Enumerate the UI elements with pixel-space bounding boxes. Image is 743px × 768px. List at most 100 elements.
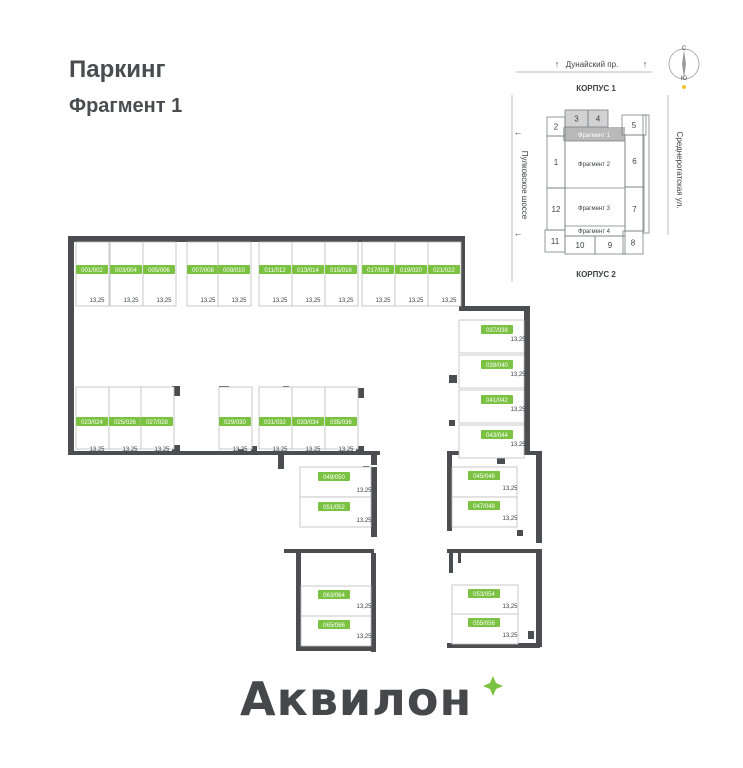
space-number-badge: [318, 590, 350, 599]
map-cell-number: 6: [632, 157, 637, 166]
space-number: 033/034: [297, 420, 319, 426]
column: [449, 420, 455, 426]
space-number: 035/036: [330, 420, 352, 426]
space-number-badge: [218, 265, 250, 274]
space-number-badge: [318, 472, 350, 481]
column: [251, 446, 257, 452]
space-area: 13,25: [272, 447, 288, 453]
space-number-badge: [468, 471, 500, 480]
arrow-icon: ↑: [643, 59, 648, 69]
space-number: 009/010: [223, 268, 245, 274]
highlight-fragment: [563, 127, 625, 141]
wall: [296, 553, 301, 650]
space-number-badge: [109, 417, 141, 426]
page-subtitle: Фрагмент 1: [69, 95, 183, 117]
space-area: 13,25: [154, 447, 170, 453]
column: [528, 631, 534, 639]
space-number: 011/012: [264, 268, 286, 274]
wall: [68, 236, 74, 455]
column: [356, 446, 364, 452]
wall: [458, 553, 461, 563]
space-area: 13,25: [122, 447, 138, 453]
space-number: 025/026: [114, 420, 136, 426]
space-area: 13,25: [510, 442, 526, 448]
space-area: 13,25: [502, 604, 518, 610]
map-edge: [642, 114, 650, 234]
space-area: 13,25: [441, 298, 457, 304]
space-area: 13,25: [232, 447, 248, 453]
parking-space[interactable]: [458, 389, 525, 424]
space-area: 13,25: [356, 518, 372, 524]
map-cell-number: 5: [632, 121, 637, 130]
brand-logo: Аквилон: [240, 672, 473, 726]
space-number-badge: [428, 265, 460, 274]
space-area: 13,25: [338, 298, 354, 304]
map-cell: [587, 109, 609, 128]
street-name: Пулковское шоссе: [520, 151, 529, 220]
wall: [459, 236, 465, 310]
space-area: 13,25: [502, 486, 518, 492]
map-cell-number: 9: [608, 241, 613, 250]
column: [517, 530, 523, 536]
space-number: 055/056: [473, 621, 495, 627]
sparkle-star-icon: [483, 676, 503, 696]
space-number-badge: [187, 265, 219, 274]
space-number: 053/054: [473, 592, 495, 598]
space-area: 13,25: [305, 298, 321, 304]
map-cell: [622, 230, 644, 255]
space-number: 045/046: [473, 474, 495, 480]
space-area: 13,25: [200, 298, 216, 304]
column: [172, 386, 180, 396]
space-number-badge: [259, 417, 291, 426]
compass-needle-icon: [682, 50, 686, 78]
space-number-badge: [143, 265, 175, 274]
space-number-badge: [395, 265, 427, 274]
fragment-label: Фрагмент 3: [578, 206, 611, 212]
space-number-badge: [481, 360, 513, 369]
space-number: 047/048: [473, 504, 495, 510]
space-number-badge: [141, 417, 173, 426]
wall: [536, 451, 542, 543]
map-cell-number: 8: [631, 239, 636, 248]
space-number-badge: [481, 430, 513, 439]
space-number-badge: [468, 618, 500, 627]
space-number: 007/008: [192, 268, 214, 274]
space-number-badge: [468, 501, 500, 510]
space-number: 051/052: [323, 505, 345, 511]
space-number: 041/042: [486, 398, 508, 404]
space-number: 003/004: [115, 268, 137, 274]
street-name: Дунайский пр.: [566, 60, 619, 69]
map-inner: [564, 140, 626, 237]
map-cell-number: 2: [554, 123, 559, 132]
wall: [68, 451, 198, 455]
space-area: 13,25: [375, 298, 391, 304]
compass-label: Ю: [681, 76, 687, 82]
parking-space[interactable]: [451, 613, 519, 645]
street-name: Среднерогатская ул.: [675, 132, 684, 209]
space-number: 017/018: [367, 268, 389, 274]
wall: [196, 451, 281, 455]
map-cell-number: 4: [596, 115, 601, 124]
space-number: 021/022: [433, 268, 455, 274]
space-number: 039/040: [486, 363, 508, 369]
space-number: 005/006: [148, 268, 170, 274]
space-number: 001/002: [81, 268, 103, 274]
space-area: 13,25: [356, 488, 372, 494]
wall: [278, 451, 284, 469]
space-number-badge: [481, 395, 513, 404]
space-number-badge: [292, 417, 324, 426]
space-area: 13,25: [510, 407, 526, 413]
wall: [371, 553, 376, 652]
space-area: 13,25: [338, 447, 354, 453]
space-area: 13,25: [123, 298, 139, 304]
space-area: 13,25: [156, 298, 172, 304]
parking-space[interactable]: [451, 496, 518, 528]
space-area: 13,25: [510, 372, 526, 378]
map-cell-number: 1: [554, 158, 559, 167]
wall: [371, 467, 377, 537]
space-number-badge: [76, 417, 108, 426]
space-area: 13,25: [502, 516, 518, 522]
space-number: 023/024: [81, 420, 103, 426]
wall: [449, 553, 453, 573]
space-area: 13,25: [89, 447, 105, 453]
